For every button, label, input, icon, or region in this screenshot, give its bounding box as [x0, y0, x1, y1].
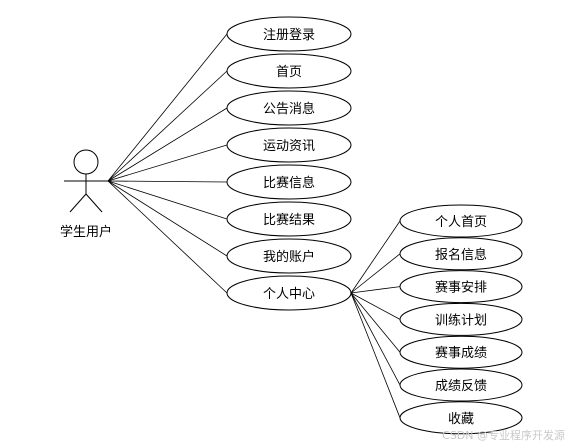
sub-use-case-label: 报名信息 — [435, 247, 487, 263]
sub-use-case-label: 收藏 — [448, 412, 474, 427]
use-case-ellipse — [226, 164, 352, 200]
use-case-label: 首页 — [276, 65, 302, 80]
use-case-item: 注册登录 — [226, 16, 352, 52]
use-case-ellipse — [226, 275, 352, 311]
use-case-item: 个人中心 — [226, 275, 352, 311]
sub-use-case-item: 训练计划 — [399, 302, 523, 336]
sub-use-case-label: 成绩反馈 — [435, 379, 487, 394]
sub-use-case-ellipse — [399, 368, 523, 402]
use-case-item: 运动资讯 — [226, 127, 352, 163]
sub-use-case-label: 训练计划 — [435, 313, 487, 328]
association-line — [107, 107, 228, 182]
include-line — [350, 253, 401, 294]
association-lines — [107, 33, 401, 418]
sub-use-case-label: 赛事成绩 — [435, 345, 487, 361]
use-case-label: 个人中心 — [263, 287, 315, 302]
sub-use-case-ellipse — [399, 270, 523, 304]
association-line — [107, 180, 228, 294]
sub-use-case-label: 赛事安排 — [435, 280, 487, 296]
use-case-item: 比赛结果 — [226, 201, 352, 237]
use-case-ellipse — [226, 238, 352, 274]
include-line — [350, 292, 401, 386]
use-case-label: 公告消息 — [263, 101, 315, 117]
use-case-label: 比赛结果 — [263, 212, 315, 228]
sub-use-case-ellipse — [399, 401, 523, 435]
watermark-text: CSDN @专业程序开发源 — [442, 429, 565, 442]
sub-use-case-item: 成绩反馈 — [399, 368, 523, 402]
use-case-ellipse — [226, 201, 352, 237]
use-case-ellipse — [226, 127, 352, 163]
actor-head — [73, 149, 99, 175]
use-case-label: 运动资讯 — [263, 139, 315, 154]
use-case-ellipse — [226, 53, 352, 89]
use-case-label: 比赛信息 — [263, 175, 315, 191]
use-case-ellipse — [226, 90, 352, 126]
sub-use-case-item: 报名信息 — [399, 237, 523, 271]
sub-use-case-item: 赛事成绩 — [399, 335, 523, 369]
include-line — [350, 292, 401, 320]
association-line — [107, 144, 228, 182]
use-case-item: 公告消息 — [226, 90, 352, 126]
include-line — [350, 286, 401, 294]
use-case-label: 注册登录 — [263, 28, 315, 43]
use-case-item: 首页 — [226, 53, 352, 89]
use-case-item: 比赛信息 — [226, 164, 352, 200]
sub-use-case-label: 个人首页 — [435, 215, 487, 230]
use-case-item: 我的账户 — [226, 238, 352, 274]
association-line — [107, 70, 228, 182]
sub-use-case-item: 赛事安排 — [399, 270, 523, 304]
association-line — [107, 180, 228, 257]
actor-right-leg — [85, 193, 103, 213]
include-line — [350, 220, 401, 294]
include-line — [350, 292, 401, 353]
sub-use-case-ellipse — [399, 237, 523, 271]
sub-use-case-item: 收藏 — [399, 401, 523, 435]
association-line — [107, 180, 228, 220]
association-line — [107, 33, 228, 182]
actor-left-leg — [69, 193, 87, 213]
use-case-ellipse — [226, 16, 352, 52]
use-case-label: 我的账户 — [263, 249, 315, 265]
association-line — [107, 180, 228, 183]
sub-use-case-item: 个人首页 — [399, 204, 523, 238]
sub-use-case-ellipse — [399, 302, 523, 336]
include-line — [350, 292, 401, 418]
sub-use-case-ellipse — [399, 335, 523, 369]
actor-student: 学生用户 — [60, 149, 112, 240]
actor-label: 学生用户 — [60, 224, 112, 240]
sub-use-case-ellipse — [399, 204, 523, 238]
